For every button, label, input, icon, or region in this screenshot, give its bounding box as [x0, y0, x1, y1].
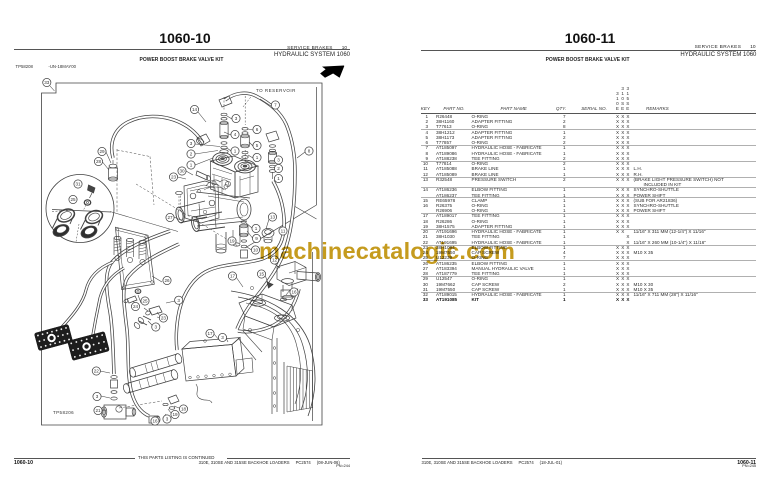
svg-text:3: 3	[190, 141, 193, 146]
svg-text:11: 11	[281, 229, 286, 234]
svg-text:27: 27	[167, 215, 173, 220]
svg-text:25: 25	[142, 299, 148, 304]
svg-text:26: 26	[164, 278, 170, 283]
svg-text:33: 33	[44, 80, 50, 85]
svg-text:12: 12	[272, 258, 278, 263]
svg-text:3: 3	[177, 298, 180, 303]
svg-text:18: 18	[181, 407, 187, 412]
svg-text:6: 6	[256, 127, 259, 132]
svg-text:28: 28	[96, 159, 102, 164]
svg-text:22: 22	[94, 369, 100, 374]
svg-text:4: 4	[234, 132, 237, 137]
svg-text:13: 13	[270, 215, 276, 220]
svg-text:8: 8	[308, 149, 311, 154]
svg-text:2: 2	[277, 166, 280, 171]
svg-text:31: 31	[75, 182, 81, 187]
svg-text:9: 9	[255, 236, 258, 241]
svg-text:30: 30	[179, 169, 185, 174]
svg-text:25: 25	[70, 197, 76, 202]
svg-text:29: 29	[99, 149, 105, 154]
svg-text:16: 16	[291, 290, 297, 295]
svg-text:19: 19	[229, 239, 235, 244]
svg-text:10: 10	[253, 248, 259, 253]
svg-text:1: 1	[255, 226, 258, 231]
svg-text:1: 1	[234, 149, 237, 154]
svg-text:2: 2	[190, 152, 193, 157]
svg-text:17: 17	[230, 274, 236, 279]
svg-text:1: 1	[256, 155, 259, 160]
svg-text:3: 3	[221, 335, 224, 340]
svg-text:16: 16	[152, 419, 158, 424]
svg-text:1: 1	[277, 176, 280, 181]
svg-text:19: 19	[172, 412, 178, 417]
svg-text:3: 3	[155, 325, 158, 330]
svg-text:5: 5	[256, 143, 259, 148]
svg-text:21: 21	[95, 408, 101, 413]
svg-text:24: 24	[133, 304, 139, 309]
svg-text:17: 17	[207, 331, 213, 336]
svg-text:23: 23	[161, 316, 167, 321]
svg-text:14: 14	[192, 107, 198, 112]
svg-text:3: 3	[166, 417, 169, 422]
svg-text:3: 3	[235, 116, 238, 121]
svg-text:3: 3	[96, 394, 99, 399]
svg-text:23: 23	[171, 175, 177, 180]
svg-text:7: 7	[274, 103, 277, 108]
svg-text:1: 1	[190, 163, 193, 168]
svg-text:15: 15	[259, 272, 265, 277]
svg-text:3: 3	[277, 158, 280, 163]
